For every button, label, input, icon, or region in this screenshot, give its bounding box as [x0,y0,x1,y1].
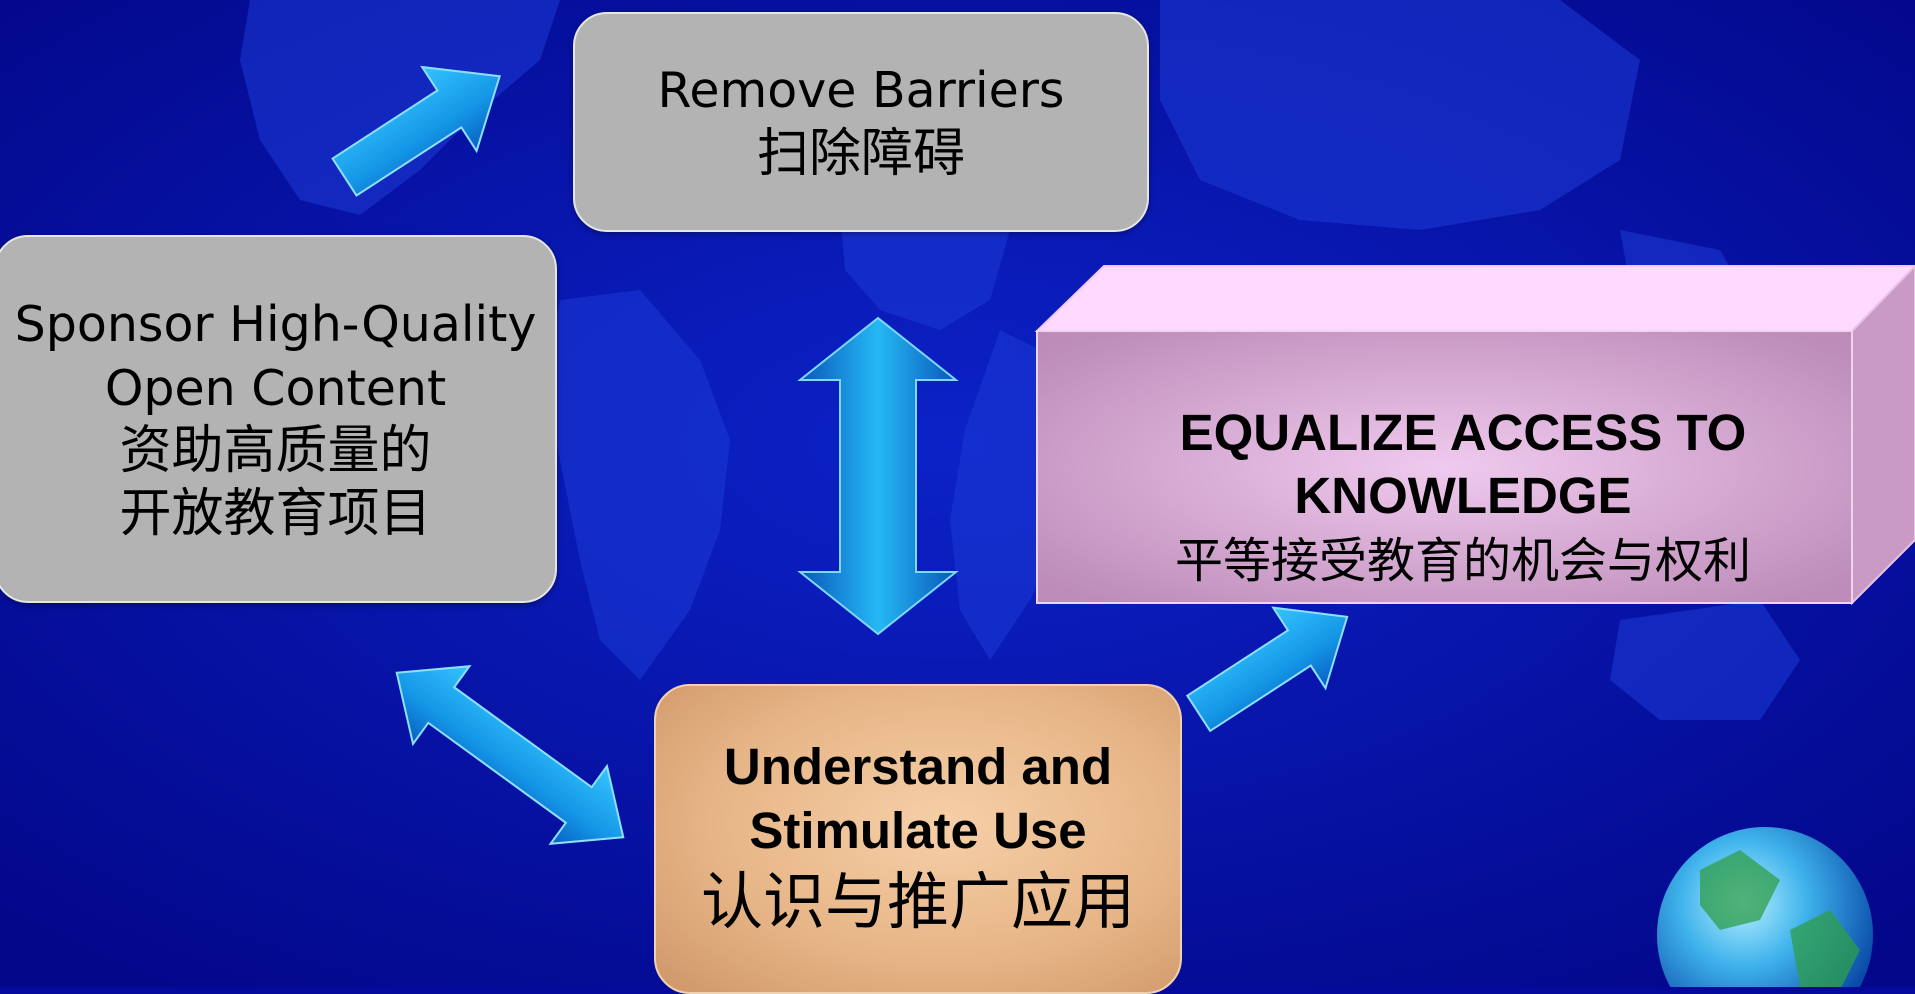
sponsor-zh-line2: 开放教育项目 [119,483,432,544]
sponsor-content-box: Sponsor High-Quality Open Content 资助高质量的… [0,235,557,603]
understand-en-line2: Stimulate Use [749,801,1087,859]
remove-barriers-en: Remove Barriers [657,61,1065,119]
remove-barriers-zh: 扫除障碍 [756,123,965,184]
remove-barriers-box: Remove Barriers 扫除障碍 [573,12,1149,232]
equalize-en-line1: EQUALIZE ACCESS TO [1179,404,1747,462]
equalize-en-line2: KNOWLEDGE [1294,466,1632,524]
arrow-understand-to-equalize [1185,606,1349,733]
understand-zh: 认识与推广应用 [700,865,1135,939]
understand-en-line1: Understand and [723,737,1113,795]
equalize-3d-box [1034,264,1915,606]
sponsor-en-line1: Sponsor High-Quality [14,295,537,353]
arrow-sponsor-understand-diagonal [395,665,625,845]
arrow-sponsor-to-remove [331,65,501,197]
understand-use-box: Understand and Stimulate Use 认识与推广应用 [654,684,1182,994]
sponsor-zh-line1: 资助高质量的 [119,421,432,482]
sponsor-en-line2: Open Content [104,359,447,417]
equalize-access-box: EQUALIZE ACCESS TO KNOWLEDGE 平等接受教育的机会与权… [1037,393,1889,603]
equalize-zh: 平等接受教育的机会与权利 [1174,532,1751,589]
equalize-box-front [1036,330,1853,604]
globe-icon [1657,827,1873,987]
arrow-remove-understand-vertical [797,316,959,636]
equalize-box-top [1034,265,1915,332]
